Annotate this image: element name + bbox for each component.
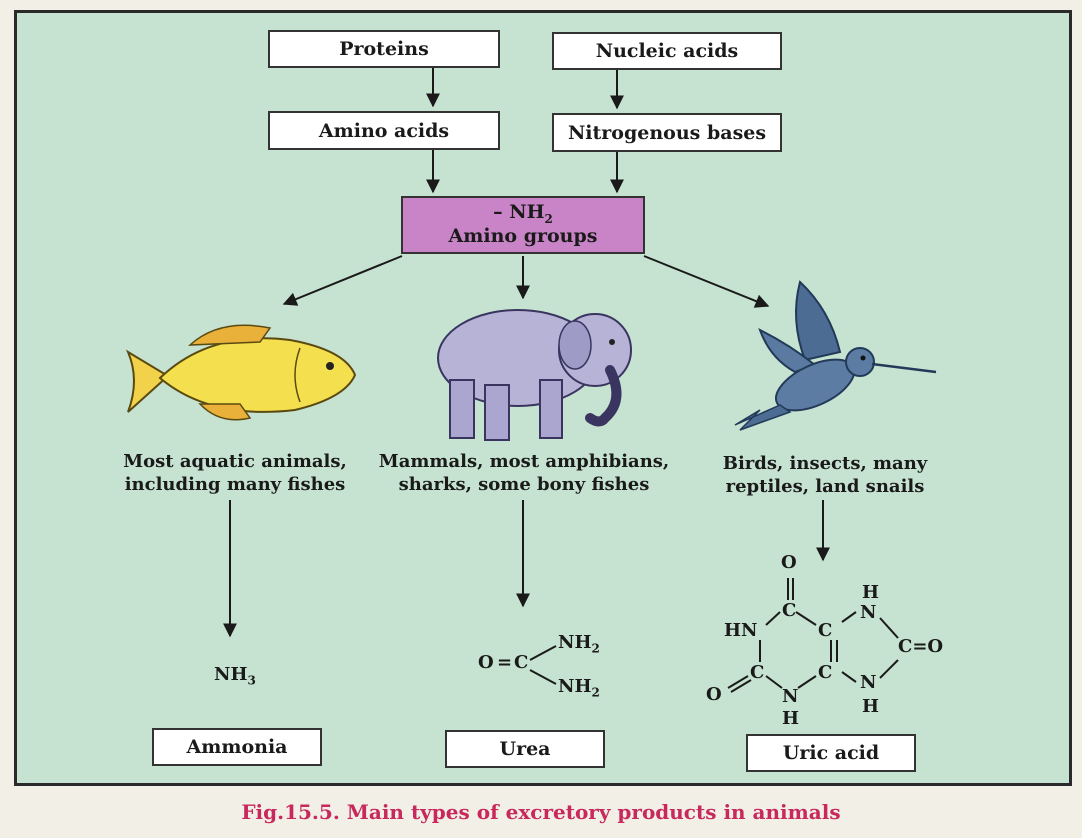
fish-illustration	[125, 324, 357, 421]
uric-o-top: O	[781, 552, 797, 573]
arrow-group-fish	[282, 255, 403, 306]
box-amino-acids: Amino acids	[268, 111, 500, 150]
urea-nh2-top: NH2	[558, 632, 600, 656]
uric-n-bottom-right: N	[860, 672, 877, 693]
uric-acid-bonds	[727, 578, 899, 693]
uric-c3: C	[818, 662, 833, 683]
uric-h-bottom-right: H	[862, 696, 880, 717]
box-proteins: Proteins	[268, 30, 500, 68]
uric-h-bottom: H	[782, 708, 800, 729]
uric-hn: HN	[724, 620, 758, 641]
box-nitrogenous-bases: Nitrogenous bases	[552, 113, 782, 152]
urea-eq: =	[497, 652, 513, 673]
figure-caption: Fig.15.5. Main types of excretory produc…	[241, 800, 841, 824]
box-urea: Urea	[445, 730, 605, 768]
box-uric-acid: Uric acid	[746, 734, 916, 772]
box-nucleic-acids: Nucleic acids	[552, 32, 782, 70]
group-label-aquatic: Most aquatic animals,including many fish…	[123, 451, 347, 496]
box-amino-groups: – NH2 Amino groups	[401, 196, 645, 254]
uric-c-eq-o: C=O	[898, 636, 944, 657]
uric-n-bottom: N	[782, 686, 799, 707]
urea-c: C	[514, 652, 529, 673]
uric-h-top: H	[862, 582, 880, 603]
uric-c2: C	[818, 620, 833, 641]
uric-c4: C	[750, 662, 765, 683]
urea-o: O	[478, 652, 494, 673]
amino-group-formula: – NH2	[493, 200, 553, 226]
urea-bonds	[529, 645, 557, 685]
uric-c1: C	[782, 600, 797, 621]
arrow-group-bird	[643, 255, 770, 308]
urea-nh2-bottom: NH2	[558, 676, 600, 700]
uric-o-left: O	[706, 684, 722, 705]
box-ammonia: Ammonia	[152, 728, 322, 766]
elephant-illustration	[437, 309, 632, 441]
bird-illustration	[734, 280, 937, 431]
group-label-mammals: Mammals, most amphibians,sharks, some bo…	[378, 451, 670, 496]
ammonia-formula: NH3	[214, 664, 256, 688]
uric-n-top: N	[860, 602, 877, 623]
amino-group-label: Amino groups	[448, 225, 598, 248]
